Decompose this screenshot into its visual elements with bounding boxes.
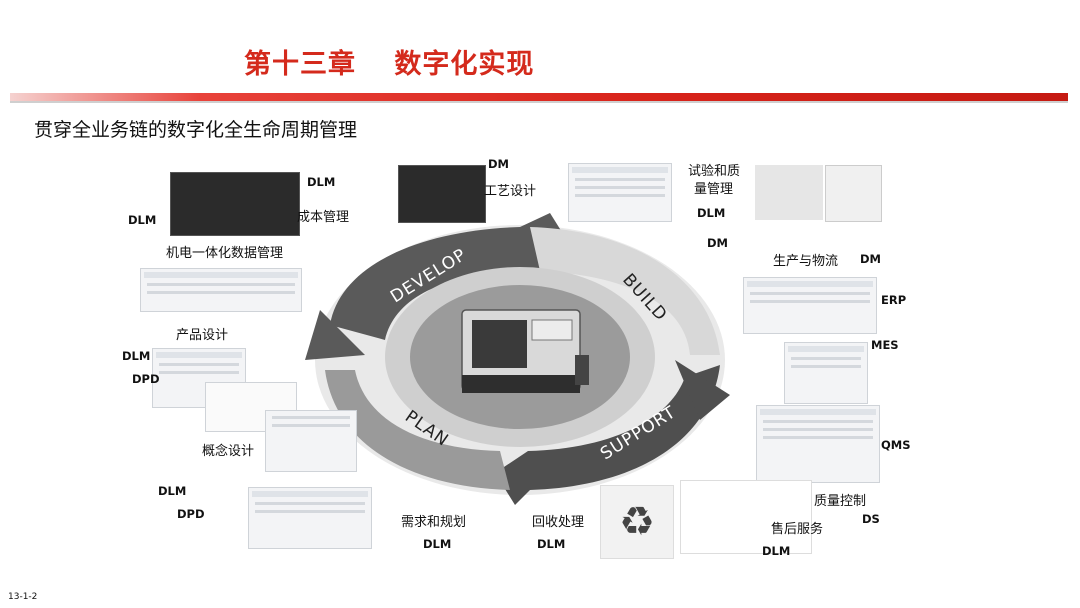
support-people-image	[680, 480, 812, 554]
recycle-dlm-label: DLM	[537, 537, 565, 551]
qms-screen-image	[756, 405, 880, 483]
production-image	[825, 165, 882, 222]
after-sales-dlm-label: DLM	[762, 544, 790, 558]
concept-design-label: 概念设计	[202, 440, 254, 459]
left-dlm-label: DLM	[128, 213, 156, 227]
erp-screen-image	[743, 277, 877, 334]
test-quality-label-1: 试验和质	[688, 160, 740, 179]
cost-screen-image	[140, 268, 302, 312]
cost-dlm-label: DLM	[307, 175, 335, 189]
page-title: 第十三章 数字化实现	[244, 42, 534, 81]
process-design-label: 工艺设计	[484, 180, 536, 199]
mechatronics-label: 机电一体化数据管理	[166, 242, 283, 261]
quality-ds-label: DS	[862, 512, 880, 526]
dm-label-2: DM	[707, 236, 728, 250]
header-red-bar	[10, 93, 1068, 101]
header-grey-line	[10, 101, 1068, 103]
after-sales-label: 售后服务	[771, 518, 823, 537]
requirements-dpd-label: DPD	[177, 507, 205, 521]
recycle-icon: ♻	[600, 485, 674, 559]
requirements-dlm-label: DLM	[158, 484, 186, 498]
lifecycle-cycle-diagram: DEVELOP BUILD SUPPORT PLAN	[300, 205, 740, 515]
concept-design-screen-image	[265, 410, 357, 472]
requirements-dlm-label-2: DLM	[423, 537, 451, 551]
product-dpd-label: DPD	[132, 372, 160, 386]
test-dlm-label: DLM	[697, 206, 725, 220]
machine-tool-image	[462, 310, 589, 393]
recycle-label: 回收处理	[532, 511, 584, 530]
page-subtitle: 贯穿全业务链的数字化全生命周期管理	[34, 115, 357, 142]
requirements-screen-image	[248, 487, 372, 549]
test-quality-screen-image	[568, 163, 672, 222]
product-design-label: 产品设计	[176, 324, 228, 343]
process-design-image	[398, 165, 486, 223]
quality-control-label: 质量控制	[814, 490, 866, 509]
logistics-image	[755, 165, 823, 220]
page-number: 13-1-2	[8, 592, 37, 602]
test-quality-label-2: 量管理	[694, 178, 733, 197]
mes-label: MES	[871, 338, 899, 352]
process-dm-label: DM	[488, 157, 509, 171]
erp-label: ERP	[881, 293, 906, 307]
cost-name-label: 成本管理	[297, 206, 349, 225]
production-logistics-label: 生产与物流	[773, 250, 838, 269]
mechatronics-screen-image	[170, 172, 300, 236]
mes-screen-image	[784, 342, 868, 404]
qms-label: QMS	[881, 438, 911, 452]
product-dlm-label: DLM	[122, 349, 150, 363]
requirements-planning-label: 需求和规划	[401, 511, 466, 530]
production-dm-label: DM	[860, 252, 881, 266]
